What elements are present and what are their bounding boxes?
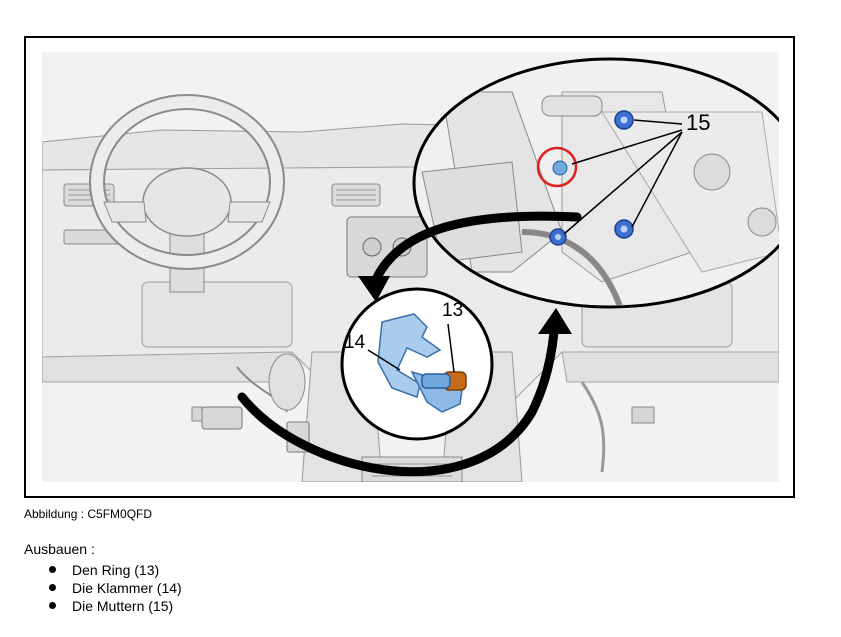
steering-wheel-hub — [142, 167, 232, 237]
pedal-bracket — [268, 353, 306, 411]
highlight-ring — [536, 146, 578, 188]
arrow-detail-top — [369, 211, 582, 289]
dashboard-illustration: 15 13 14 — [42, 52, 779, 482]
clip-part — [377, 313, 442, 398]
detail-circle-clip-outline — [340, 287, 494, 441]
bullet-icon — [49, 566, 56, 573]
list-item-label: Die Klammer (14) — [72, 580, 182, 596]
detail-circle-nuts: 15 — [412, 57, 779, 309]
bullet-icon — [49, 584, 56, 591]
instructions-list: Den Ring (13) Die Klammer (14) Die Mutte… — [48, 561, 182, 615]
dashboard-lower-left — [42, 351, 293, 383]
list-item: Die Muttern (15) — [48, 597, 182, 615]
arrow-detail-bottom — [237, 327, 559, 477]
dashboard-lower-right — [561, 351, 779, 383]
callout-15: 15 — [686, 110, 710, 135]
figure-frame: 15 13 14 — [24, 36, 795, 498]
callout-14: 14 — [344, 332, 366, 353]
figure-caption: Abbildung : C5FM0QFD — [24, 507, 153, 521]
list-item-label: Den Ring (13) — [72, 562, 160, 578]
glovebox-left — [141, 281, 293, 348]
instructions-heading: Ausbauen : — [24, 541, 95, 557]
pedal-brake — [201, 406, 243, 430]
callout-13: 13 — [442, 300, 463, 321]
detail-circle-clip: 13 14 — [340, 287, 494, 441]
list-item: Den Ring (13) — [48, 561, 182, 579]
list-item: Die Klammer (14) — [48, 579, 182, 597]
bullet-icon — [49, 602, 56, 609]
list-item-label: Die Muttern (15) — [72, 598, 174, 614]
